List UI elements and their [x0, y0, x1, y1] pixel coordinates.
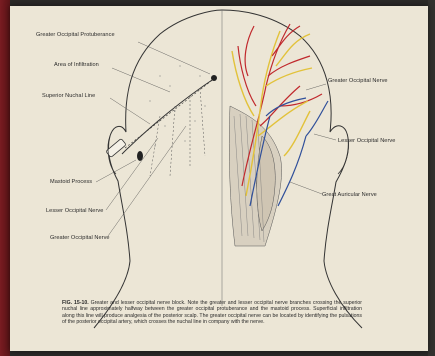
label-area-of-infiltration: Area of Infiltration	[54, 62, 99, 68]
book-page: Greater Occipital Protuberance Area of I…	[10, 6, 428, 351]
book-spine	[0, 0, 10, 356]
label-lesser-occipital-nerve-right: Lesser Occipital Nerve	[338, 138, 395, 144]
caption-text: Greater and lesser occipital nerve block…	[62, 300, 362, 325]
label-greater-occipital-protuberance: Greater Occipital Protuberance	[36, 32, 115, 38]
label-greater-occipital-nerve-left: Greater Occipital Nerve	[50, 235, 110, 241]
label-greater-occipital-nerve-right: Greater Occipital Nerve	[328, 78, 388, 84]
page-edge-shadow	[428, 0, 435, 356]
figure-caption: FIG. 15-10. Greater and lesser occipital…	[62, 300, 362, 326]
caption-figure-id: FIG. 15-10.	[62, 300, 89, 306]
label-superior-nuchal-line: Superior Nuchal Line	[42, 93, 95, 99]
label-great-auricular-nerve: Great Auricular Nerve	[322, 192, 377, 198]
label-lesser-occipital-nerve-left: Lesser Occipital Nerve	[46, 208, 103, 214]
label-mastoid-process: Mastoid Process	[50, 179, 92, 185]
